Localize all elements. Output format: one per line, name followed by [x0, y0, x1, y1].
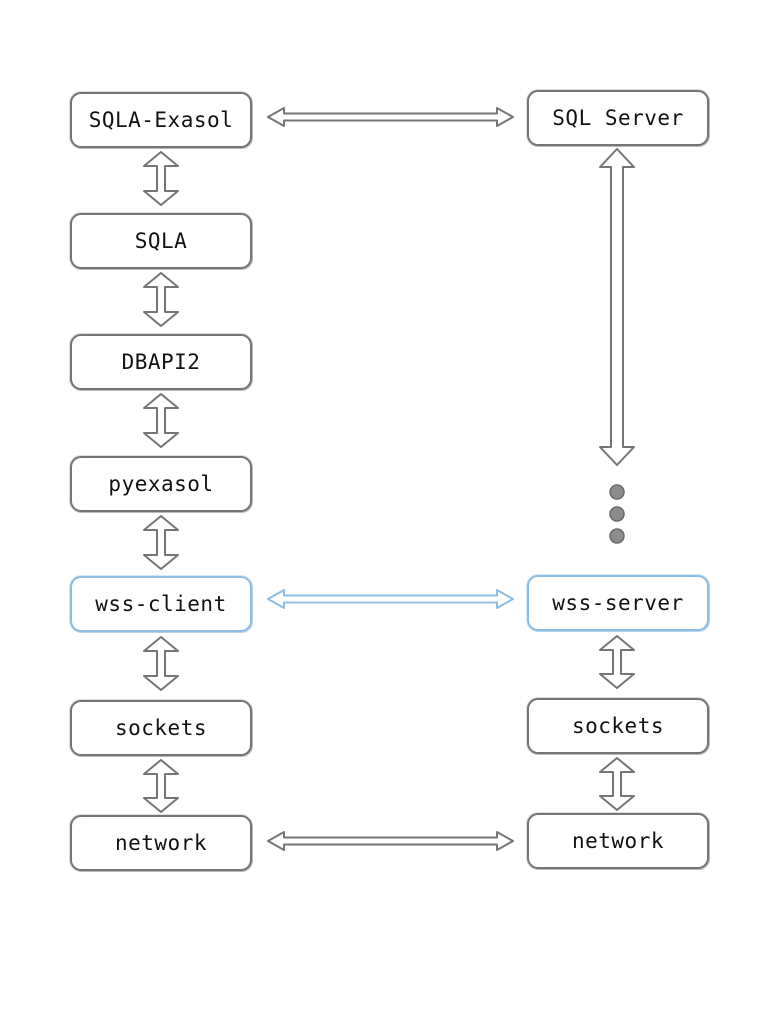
- arrow-group: [143, 107, 635, 851]
- node-label: pyexasol: [108, 472, 214, 496]
- node-sql-server: SQL Server: [527, 90, 709, 146]
- arrow-sqla-exasol-sql-server: [267, 107, 514, 127]
- node-server-network: network: [527, 813, 709, 869]
- node-server-sockets: sockets: [527, 698, 709, 754]
- node-pyexasol: pyexasol: [70, 456, 252, 512]
- node-dbapi2: DBAPI2: [70, 334, 252, 390]
- node-label: sockets: [114, 716, 207, 740]
- arrow-wss-server-sockets: [599, 635, 635, 689]
- node-sqla-exasol: SQLA-Exasol: [70, 92, 252, 148]
- arrow-pyexasol-wss-client: [143, 515, 179, 570]
- ellipsis-dots: [609, 484, 625, 544]
- arrow-sqla-exasol-sqla: [143, 151, 179, 206]
- node-label: SQL Server: [552, 106, 684, 130]
- ellipsis-dot: [609, 528, 625, 544]
- arrow-sqla-dbapi2: [143, 272, 179, 327]
- ellipsis-dot: [609, 506, 625, 522]
- arrow-wss-client-wss-server: [267, 589, 514, 609]
- node-label: wss-server: [552, 591, 684, 615]
- arrow-client-sockets-network: [143, 759, 179, 813]
- arrow-wss-client-sockets: [143, 636, 179, 691]
- node-client-sockets: sockets: [70, 700, 252, 756]
- node-client-network: network: [70, 815, 252, 871]
- node-label: SQLA-Exasol: [88, 108, 234, 132]
- node-label: sockets: [571, 714, 664, 738]
- arrow-dbapi2-pyexasol: [143, 393, 179, 448]
- node-wss-server: wss-server: [527, 575, 709, 631]
- arrow-network-network: [267, 831, 514, 851]
- node-label: SQLA: [134, 229, 188, 253]
- arrow-sql-server-down: [599, 148, 635, 466]
- node-sqla: SQLA: [70, 213, 252, 269]
- node-label: network: [571, 829, 664, 853]
- node-label: network: [114, 831, 207, 855]
- arrow-server-sockets-network: [599, 757, 635, 811]
- node-wss-client: wss-client: [70, 576, 252, 632]
- node-label: wss-client: [95, 592, 227, 616]
- node-label: DBAPI2: [121, 350, 201, 374]
- ellipsis-dot: [609, 484, 625, 500]
